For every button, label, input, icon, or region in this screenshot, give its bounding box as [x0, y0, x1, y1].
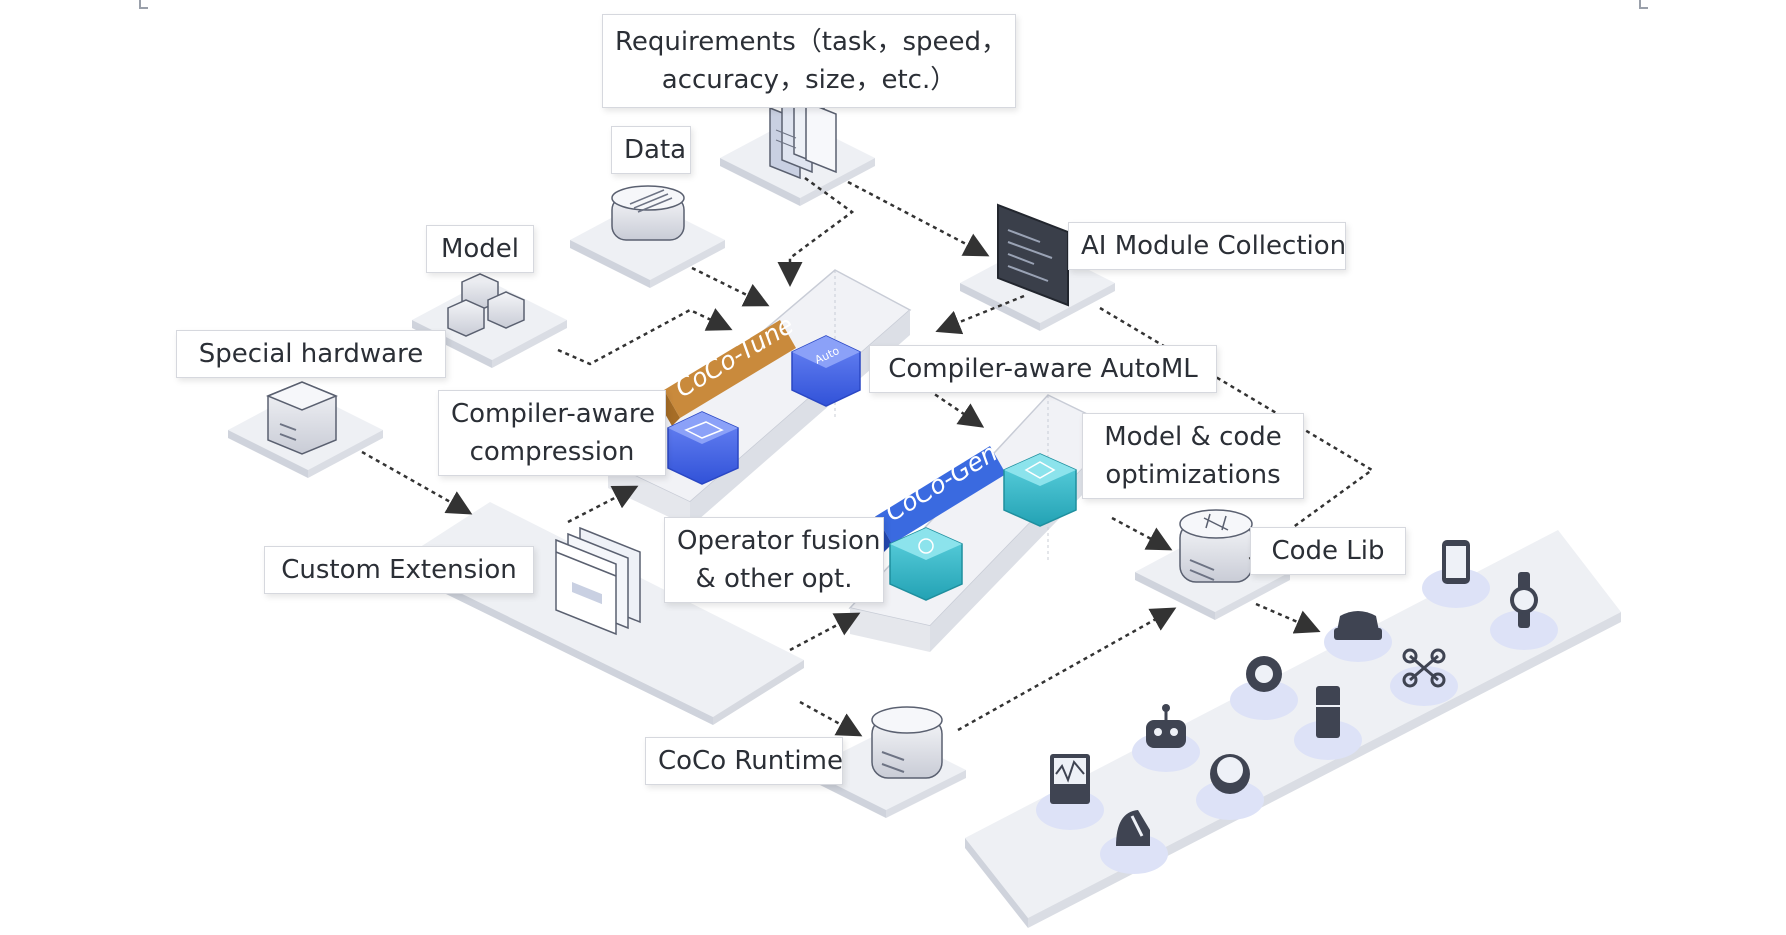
requirements-label: Requirements（task，speed， accuracy，size，e…	[602, 14, 1016, 108]
special-hardware-platform	[228, 381, 383, 478]
optimization-hexagon-icon	[1003, 453, 1077, 527]
compiler-aware-compression-label: Compiler-aware compression	[438, 390, 666, 476]
ai-module-collection-label: AI Module Collection	[1068, 222, 1346, 270]
operator-fusion-line-1: Operator fusion	[677, 526, 881, 556]
monitor-icon	[1036, 754, 1104, 830]
corner-bracket-left	[139, 0, 148, 9]
optimizations-line-2: optimizations	[1105, 460, 1281, 490]
watch-icon	[1490, 572, 1558, 650]
coco-runtime-text: CoCo Runtime	[658, 746, 843, 776]
custom-extension-text: Custom Extension	[281, 555, 517, 585]
robot-vacuum-icon	[1196, 754, 1264, 820]
requirements-platform	[720, 94, 875, 206]
compiler-aware-automl-text: Compiler-aware AutoML	[888, 354, 1198, 384]
requirements-line-1: Requirements（task，speed，	[615, 27, 1008, 57]
car-icon	[1324, 611, 1392, 662]
code-lib-label: Code Lib	[1250, 527, 1406, 575]
phone-icon	[1422, 540, 1490, 608]
operator-fusion-line-2: & other opt.	[695, 564, 853, 594]
code-lib-server-icon	[1179, 509, 1253, 583]
windows-stack-icon	[555, 526, 641, 636]
operator-fusion-hexagon-icon	[889, 527, 963, 601]
custom-extension-label: Custom Extension	[264, 546, 534, 594]
model-code-optimizations-label: Model & code optimizations	[1082, 413, 1304, 499]
robot-arm-icon	[1100, 810, 1168, 874]
data-label-text: Data	[624, 135, 687, 165]
fridge-icon	[1294, 686, 1362, 760]
hexagon-cluster-icon	[447, 273, 525, 337]
requirements-line-2: accuracy，size，etc.）	[661, 65, 957, 95]
device-icons	[1036, 540, 1558, 874]
code-lib-platform	[1135, 509, 1290, 620]
special-hardware-text: Special hardware	[198, 339, 424, 369]
ai-module-platform	[960, 203, 1115, 331]
drone-icon	[1390, 648, 1458, 706]
operator-fusion-label: Operator fusion & other opt.	[664, 517, 884, 603]
server-stack-icon	[266, 381, 338, 455]
optimizations-line-1: Model & code	[1104, 422, 1282, 452]
data-label: Data	[611, 126, 691, 174]
camera-icon	[1230, 656, 1298, 720]
model-label: Model	[426, 225, 534, 273]
corner-bracket-right	[1639, 0, 1648, 9]
database-icon	[611, 185, 685, 241]
runtime-server-icon	[871, 706, 943, 779]
robot-icon	[1132, 704, 1200, 772]
ai-module-collection-text: AI Module Collection	[1081, 231, 1347, 261]
documents-icon	[769, 94, 837, 180]
coco-runtime-label: CoCo Runtime	[645, 737, 843, 785]
compiler-aware-automl-label: Compiler-aware AutoML	[869, 345, 1217, 393]
model-label-text: Model	[440, 234, 520, 264]
special-hardware-label: Special hardware	[176, 330, 446, 378]
data-platform	[570, 185, 725, 288]
compression-hexagon-icon	[667, 411, 739, 485]
compression-line-2: compression	[469, 437, 635, 467]
laptop-code-icon	[997, 203, 1069, 307]
code-lib-text: Code Lib	[1271, 536, 1385, 566]
automl-hexagon-icon: Auto	[791, 335, 861, 407]
compression-line-1: Compiler-aware	[451, 399, 655, 429]
